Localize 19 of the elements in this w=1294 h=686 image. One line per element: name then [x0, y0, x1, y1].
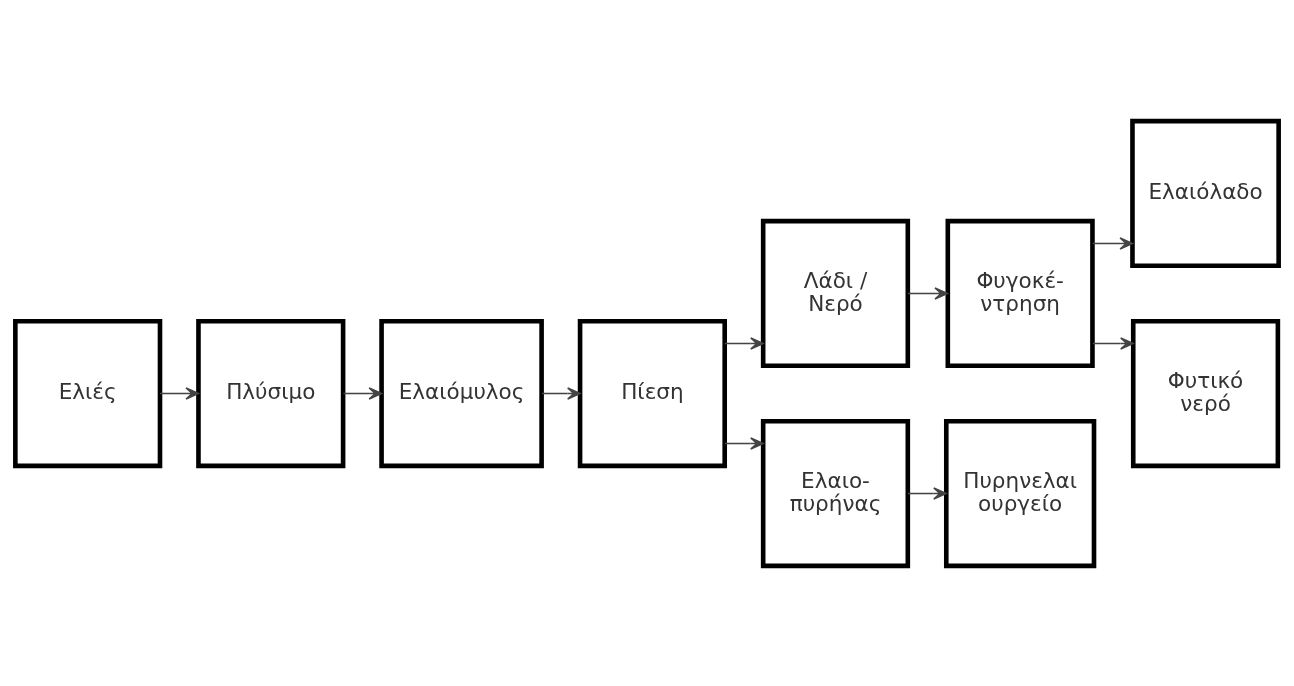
arrow [907, 486, 947, 500]
node-box: Ελαιόμυλος [379, 318, 544, 468]
node-box: Φυγοκέ- ντρηση [945, 218, 1095, 368]
node-box: Πίεση [577, 318, 727, 468]
arrow [541, 386, 581, 400]
arrow [724, 436, 764, 450]
node-box: Ελιές [13, 318, 163, 468]
node-box: Ελαιόλαδο [1130, 118, 1281, 268]
node-box: Πλύσιμο [196, 318, 346, 468]
node-box: Φυτικό νερό [1130, 318, 1281, 468]
node-box: Πυρηνελαι ουργείο [943, 418, 1097, 568]
arrow [342, 386, 383, 400]
arrow [907, 286, 949, 300]
arrow [1092, 336, 1134, 350]
arrow [1092, 236, 1134, 250]
node-box: Λάδι / Νερό [760, 218, 911, 368]
arrow [159, 386, 200, 400]
node-box: Ελαιο- πυρήνας [760, 418, 911, 568]
arrow [724, 336, 764, 350]
